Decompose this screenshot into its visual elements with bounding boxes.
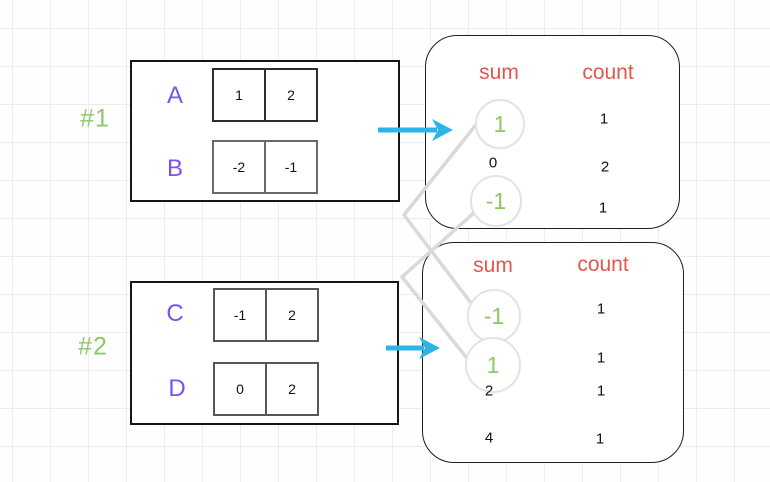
table2-sum-3: 4 <box>484 429 494 447</box>
array-a-cell-0: 1 <box>235 87 243 103</box>
table2-count-3: 1 <box>595 430 605 448</box>
sum-table-2: sum count -1 1 1 1 2 1 4 1 <box>422 242 684 463</box>
group1-tag: #1 <box>80 104 110 133</box>
table2-sum-2: 2 <box>484 382 494 400</box>
array-c-cell-1: 2 <box>265 290 317 340</box>
group1-box: A 1 2 B -2 -1 <box>130 60 400 202</box>
array-a-cells: 1 2 <box>212 68 318 122</box>
group2-box: C -1 2 D 0 2 <box>130 281 399 425</box>
table2-count-0: 1 <box>596 300 606 318</box>
array-b-label: B <box>166 155 184 182</box>
array-b-cells: -2 -1 <box>212 140 318 194</box>
array-b-cell-1: -1 <box>264 142 316 192</box>
group2-tag: #2 <box>78 332 108 361</box>
array-d-cell-0: 0 <box>236 381 244 397</box>
table2-sum-header: sum <box>473 254 513 277</box>
array-a-label: A <box>166 82 184 109</box>
sum-circle: -1 <box>470 175 522 227</box>
array-d-cells: 0 2 <box>213 362 319 416</box>
table1-count-1: 2 <box>600 158 610 176</box>
table2-count-2: 1 <box>596 382 606 400</box>
sum-circle: 1 <box>465 337 521 393</box>
array-c-label: C <box>166 300 184 327</box>
array-d-label: D <box>168 375 186 402</box>
table2-count-1: 1 <box>596 349 606 367</box>
table1-count-2: 1 <box>598 199 608 217</box>
array-b-cell-0: -2 <box>232 159 246 175</box>
sum-circle: -1 <box>467 289 521 343</box>
array-a-cell-1: 2 <box>264 70 316 120</box>
array-c-cells: -1 2 <box>213 288 319 342</box>
table1-count-header: count <box>582 61 634 84</box>
array-c-cell-0: -1 <box>233 307 247 323</box>
sum-circle: 1 <box>475 99 525 149</box>
table1-count-0: 1 <box>599 110 609 128</box>
array-d-cell-1: 2 <box>265 364 317 414</box>
table1-sum-header: sum <box>479 61 519 84</box>
table1-sum-1: 0 <box>488 154 498 172</box>
sum-table-1: sum count 1 1 0 2 -1 1 <box>425 35 680 229</box>
table2-count-header: count <box>577 253 629 276</box>
